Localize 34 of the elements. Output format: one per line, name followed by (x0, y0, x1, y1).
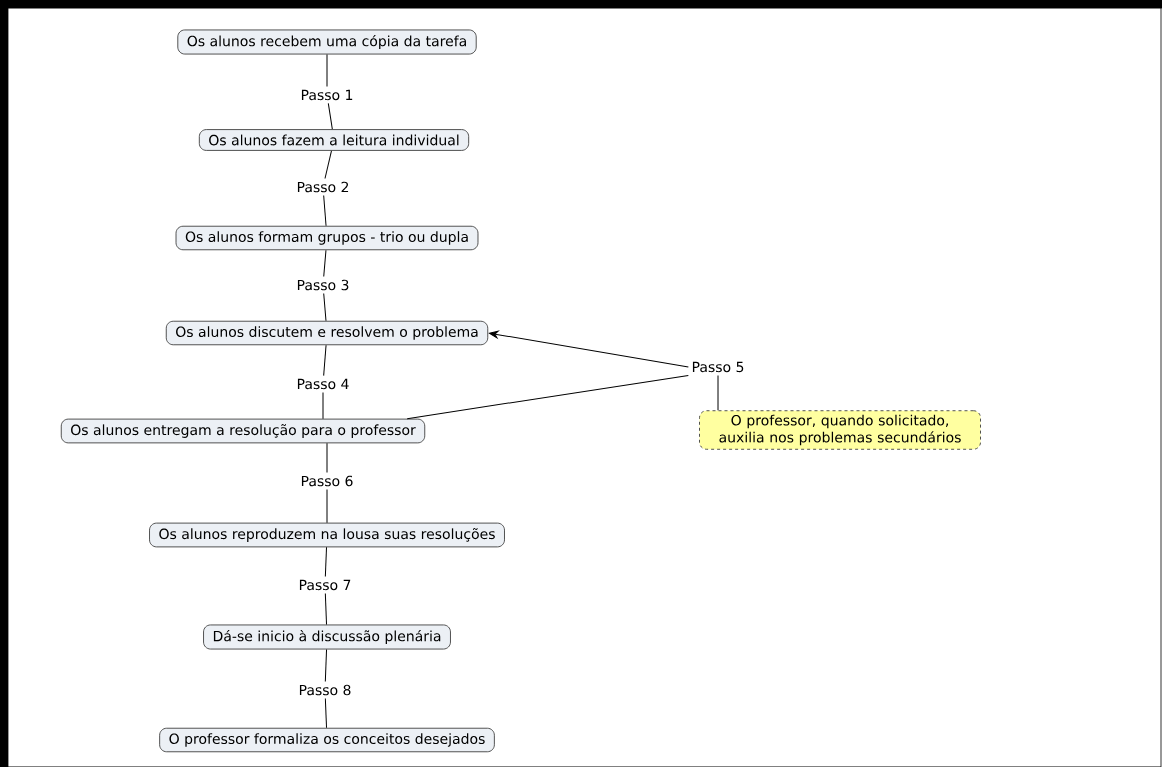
concept-box: Os alunos recebem uma cópia da tarefa (177, 29, 477, 55)
connector-line (324, 150, 332, 179)
connector-line (323, 195, 327, 227)
connector-line (406, 374, 689, 420)
linking-phrase: Passo 1 (301, 89, 353, 101)
connector-line (326, 54, 328, 88)
linking-phrase: Passo 8 (299, 684, 351, 696)
concept-box: Os alunos formam grupos - trio ou dupla (175, 225, 479, 251)
connector-line (324, 649, 328, 682)
concept-box: O professor formaliza os conceitos desejados (159, 727, 495, 753)
connector-line (327, 102, 333, 130)
connector-line (323, 293, 327, 322)
connector-line (322, 391, 324, 420)
connector-line (324, 546, 327, 578)
concept-box: Os alunos discutem e resolvem o problema (165, 320, 489, 346)
connector-line (717, 374, 719, 411)
linking-phrase: Passo 5 (692, 361, 744, 373)
connector-line (326, 489, 328, 524)
concept-box: Os alunos fazem a leitura individual (198, 129, 470, 151)
connector-line (323, 249, 327, 277)
connector-line (324, 592, 328, 625)
connector-line (326, 442, 328, 473)
connector-line (489, 330, 689, 368)
concept-box: Dá-se inicio à discussão plenária (203, 624, 451, 650)
concept-box: Os alunos entregam a resolução para o professor (60, 418, 426, 444)
linking-phrase: Passo 3 (297, 279, 349, 291)
linking-phrase: Passo 2 (297, 181, 349, 193)
concept-box: Os alunos reproduzem na lousa suas resoluções (149, 522, 505, 548)
linking-phrase: Passo 7 (299, 579, 351, 591)
connector-line (324, 698, 327, 729)
linking-phrase: Passo 6 (301, 475, 353, 487)
note-box: O professor, quando solicitado, auxilia nos problemas secundários (699, 410, 981, 450)
linking-phrase: Passo 4 (297, 378, 349, 390)
connector-line (323, 344, 327, 377)
